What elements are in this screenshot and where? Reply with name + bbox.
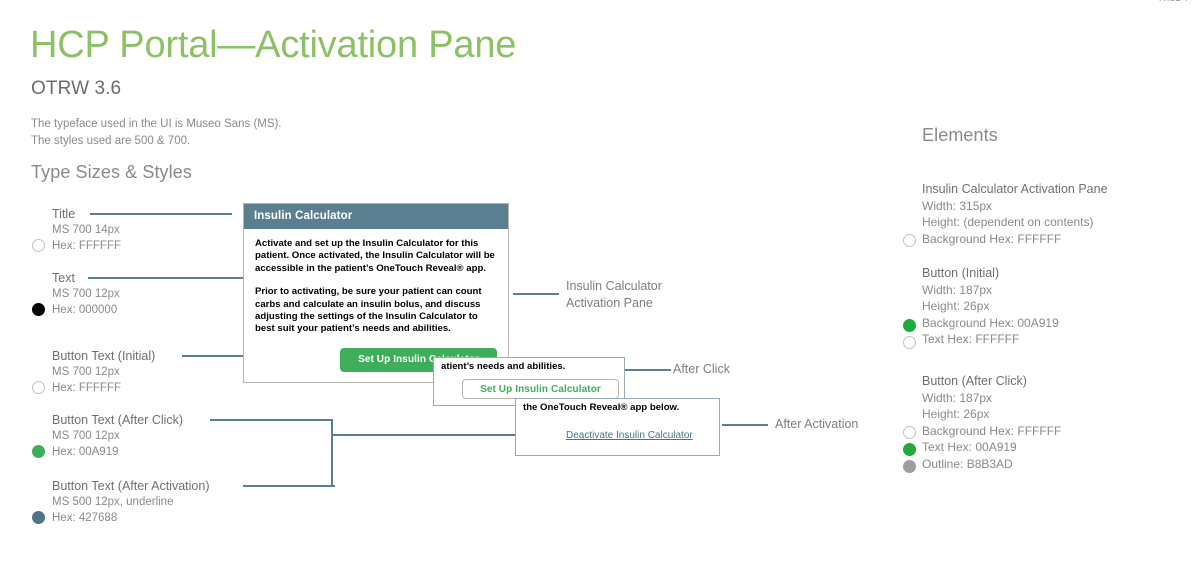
panel-paragraph-2: Prior to activating, be sure your patien… — [255, 286, 482, 335]
callout-activation-pane: Insulin Calculator Activation Pane — [566, 278, 662, 312]
color-swatch-button-after-click — [32, 445, 45, 458]
type-spec-style: MS 700 12px — [52, 430, 120, 442]
element-spec-line: Width: 187px — [922, 390, 993, 405]
element-spec-line: Width: 187px — [922, 282, 993, 297]
set-up-insulin-calculator-button-after-click[interactable]: Set Up Insulin Calculator — [462, 379, 619, 399]
color-swatch-after-click-outline — [903, 460, 916, 473]
insulin-calculator-activation-pane: Insulin Calculator Activate and set up t… — [243, 203, 509, 383]
type-spec-style: MS 700 12px — [52, 288, 120, 300]
element-spec-line: Background Hex: FFFFFF — [922, 231, 1062, 246]
type-spec-hex: Hex: 427688 — [52, 512, 118, 524]
connector-after-activation-b — [331, 434, 567, 436]
type-spec-button-after-click: Button Text (After Click) MS 700 12px He… — [52, 412, 183, 460]
intro-line-1: The typeface used in the UI is Museo San… — [31, 118, 282, 130]
element-spec-line: Background Hex: 00A919 — [922, 315, 1059, 330]
element-spec-activation-pane: Insulin Calculator Activation Pane Width… — [922, 181, 1108, 247]
type-spec-text: Text MS 700 12px Hex: 000000 — [52, 270, 120, 318]
type-spec-hex: Hex: 00A919 — [52, 446, 119, 458]
connector-after-click-a — [210, 419, 332, 421]
type-spec-button-after-activation: Button Text (After Activation) MS 500 12… — [52, 478, 209, 526]
page-marker: PAGE 4 — [1159, 0, 1188, 3]
section-heading-type-sizes: Type Sizes & Styles — [31, 162, 192, 182]
connector-after-activation-a — [243, 485, 335, 487]
element-spec-line: Height: 26px — [922, 407, 990, 421]
color-swatch-text — [32, 303, 45, 316]
callout-line-1: Insulin Calculator — [566, 279, 662, 293]
type-spec-title: Title MS 700 14px Hex: FFFFFF — [52, 206, 121, 254]
element-spec-title: Button (Initial) — [922, 266, 1000, 280]
color-swatch-pane-background — [903, 234, 916, 247]
element-spec-line: Text Hex: 00A919 — [922, 440, 1017, 454]
type-spec-name: Button Text (Initial) — [52, 349, 156, 363]
color-swatch-after-click-text — [903, 443, 916, 456]
element-spec-line: Background Hex: FFFFFF — [922, 423, 1062, 438]
element-spec-button-initial: Button (Initial) Width: 187px Height: 26… — [922, 265, 1059, 348]
after-click-tail-text: atient’s needs and abilities. — [441, 361, 566, 372]
element-spec-line: Height: 26px — [922, 299, 990, 313]
color-swatch-button-initial-text — [903, 336, 916, 349]
intro-text: The typeface used in the UI is Museo San… — [31, 116, 282, 150]
element-spec-line: Height: (dependent on contents) — [922, 215, 1094, 229]
callout-connector-activation-pane — [513, 293, 559, 295]
connector-title — [90, 213, 232, 215]
element-spec-button-after-click: Button (After Click) Width: 187px Height… — [922, 373, 1061, 472]
after-click-state-panel: atient’s needs and abilities. Set Up Ins… — [433, 357, 625, 406]
type-spec-hex: Hex: FFFFFF — [52, 382, 121, 394]
page-title: HCP Portal—Activation Pane — [30, 24, 517, 66]
color-swatch-button-after-activation — [32, 511, 45, 524]
type-spec-name: Text — [52, 271, 75, 285]
element-spec-title: Button (After Click) — [922, 374, 1027, 388]
element-spec-line: Width: 315px — [922, 198, 993, 213]
intro-line-2: The styles used are 500 & 700. — [31, 135, 191, 147]
panel-title: Insulin Calculator — [244, 204, 508, 229]
connector-text — [88, 277, 243, 279]
element-spec-title: Insulin Calculator Activation Pane — [922, 182, 1108, 196]
type-spec-button-initial: Button Text (Initial) MS 700 12px Hex: F… — [52, 348, 155, 396]
section-heading-elements: Elements — [922, 125, 998, 145]
type-spec-name: Button Text (After Click) — [52, 413, 184, 427]
element-spec-line: Outline: B8B3AD — [922, 456, 1013, 471]
callout-connector-after-click — [625, 369, 671, 371]
callout-after-activation: After Activation — [775, 417, 859, 431]
callout-connector-after-activation — [722, 424, 768, 426]
color-swatch-button-initial — [32, 381, 45, 394]
panel-paragraph-1: Activate and set up the Insulin Calculat… — [255, 238, 495, 274]
type-spec-hex: Hex: FFFFFF — [52, 240, 121, 252]
color-swatch-button-initial-background — [903, 319, 916, 332]
after-activation-tail-text: the OneTouch Reveal® app below. — [523, 402, 680, 413]
page-subtitle: OTRW 3.6 — [31, 78, 122, 99]
deactivate-insulin-calculator-link[interactable]: Deactivate Insulin Calculator — [566, 430, 693, 441]
type-spec-name: Title — [52, 207, 76, 221]
type-spec-hex: Hex: 000000 — [52, 304, 118, 316]
type-spec-style: MS 500 12px, underline — [52, 496, 174, 508]
element-spec-line: Text Hex: FFFFFF — [922, 332, 1020, 346]
callout-line-2: Activation Pane — [566, 296, 653, 310]
type-spec-style: MS 700 14px — [52, 224, 120, 236]
color-swatch-title — [32, 239, 45, 252]
type-spec-style: MS 700 12px — [52, 366, 120, 378]
color-swatch-after-click-background — [903, 426, 916, 439]
connector-after-activation-c — [331, 434, 333, 486]
after-activation-state-panel: the OneTouch Reveal® app below. Deactiva… — [515, 398, 720, 456]
type-spec-name: Button Text (After Activation) — [52, 479, 210, 493]
callout-after-click: After Click — [673, 362, 730, 376]
